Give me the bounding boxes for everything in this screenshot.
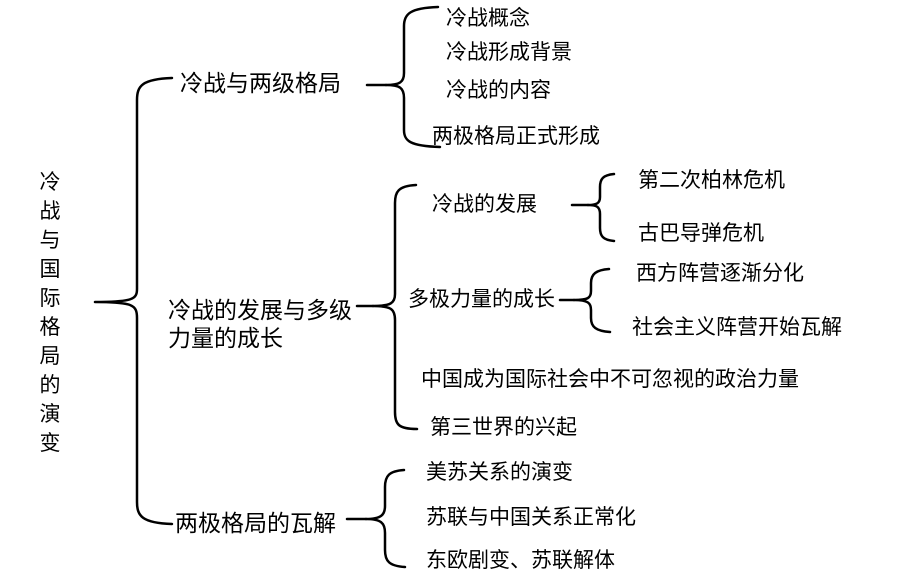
leaf-bipolar-pattern-formed: 两极格局正式形成 bbox=[432, 125, 600, 148]
leaf-eastern-europe-ussr-collapse: 东欧剧变、苏联解体 bbox=[426, 549, 615, 572]
leaf-us-ussr-relations: 美苏关系的演变 bbox=[426, 461, 573, 484]
multipolar-growth-brace bbox=[572, 267, 612, 334]
leaf-cuban-missile-crisis: 古巴导弹危机 bbox=[638, 222, 764, 245]
branch-1-brace bbox=[384, 5, 442, 149]
cold-war-development-brace bbox=[586, 172, 616, 243]
leaf-cold-war-content: 冷战的内容 bbox=[446, 79, 551, 102]
root-node-label: 冷战与国际格局的演变 bbox=[39, 171, 61, 455]
leaf-third-world-rise: 第三世界的兴起 bbox=[430, 416, 577, 439]
sub-branch-multipolar-growth-label: 多极力量的成长 bbox=[408, 288, 555, 311]
leaf-cold-war-background: 冷战形成背景 bbox=[446, 41, 572, 64]
leaf-ussr-china-normalization: 苏联与中国关系正常化 bbox=[426, 506, 636, 529]
branch-cold-war-bipolar-label: 冷战与两级格局 bbox=[180, 70, 341, 96]
root-brace bbox=[93, 76, 174, 526]
leaf-cold-war-concept: 冷战概念 bbox=[446, 7, 530, 30]
branch-3-brace bbox=[364, 468, 407, 569]
leaf-china-political-power: 中国成为国际社会中不可忽视的政治力量 bbox=[421, 368, 799, 391]
branch-bipolar-collapse-label: 两极格局的瓦解 bbox=[175, 510, 336, 536]
leaf-western-camp-division: 西方阵营逐渐分化 bbox=[636, 262, 804, 285]
branch-development-multipolar-label: 冷战的发展与多级力量的成长 bbox=[168, 297, 352, 351]
leaf-second-berlin-crisis: 第二次柏林危机 bbox=[638, 169, 785, 192]
branch-2-brace bbox=[371, 183, 419, 431]
leaf-socialist-camp-disintegration: 社会主义阵营开始瓦解 bbox=[632, 316, 842, 339]
sub-branch-cold-war-development-label: 冷战的发展 bbox=[432, 193, 537, 216]
